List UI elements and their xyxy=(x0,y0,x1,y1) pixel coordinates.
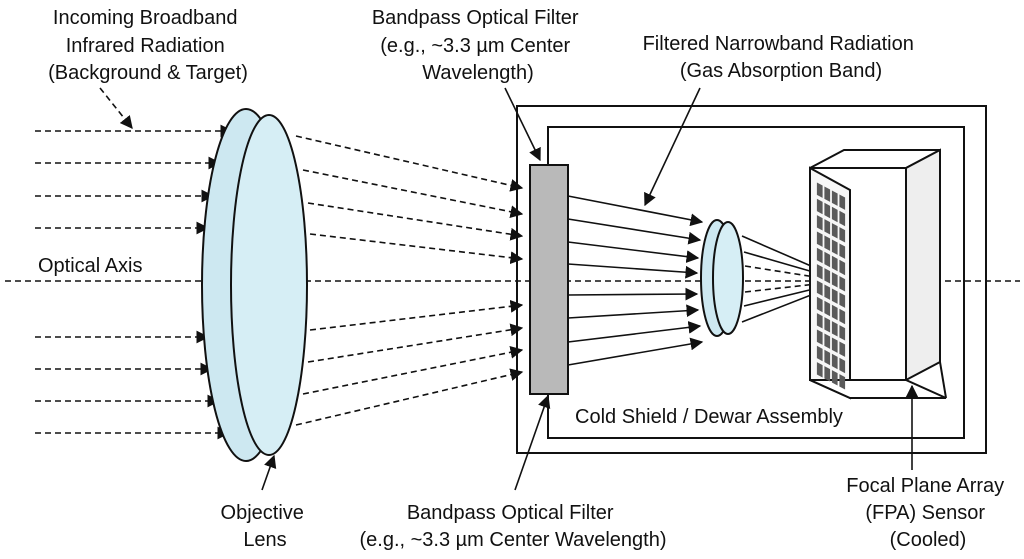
objective-leader xyxy=(261,454,277,491)
incoming-leader xyxy=(99,87,133,129)
converging-ray xyxy=(302,169,524,219)
bandpass-filter xyxy=(529,164,569,395)
fpa-pixel xyxy=(824,333,831,349)
filtered-rays xyxy=(567,195,704,366)
fpa-pixel xyxy=(824,349,831,366)
fpa-pixel xyxy=(831,206,838,223)
fpa-pixel xyxy=(831,321,838,337)
filtered-ray xyxy=(567,195,704,227)
filter-top-leader xyxy=(504,87,541,162)
converging-ray xyxy=(295,135,524,192)
fpa-pixel xyxy=(831,337,838,353)
fpa-pixel xyxy=(839,259,846,276)
fpa-pixel xyxy=(839,374,846,390)
converging-ray xyxy=(309,233,524,265)
fpa-pixel xyxy=(839,243,846,259)
filtered-ray xyxy=(567,218,702,245)
fpa-pixel xyxy=(831,370,838,386)
fpa-pixel xyxy=(816,198,823,215)
optical-axis-label: Optical Axis xyxy=(38,255,142,277)
filtered-ray xyxy=(567,241,700,263)
fpa-pixel xyxy=(839,308,846,325)
fpa-pixel xyxy=(816,182,823,198)
filtered-ray xyxy=(567,304,700,319)
fpa-pixel xyxy=(839,210,846,227)
converging-ray xyxy=(307,323,524,363)
fpa-pixel xyxy=(816,313,823,329)
fpa-pixel-grid xyxy=(816,182,846,390)
fpa-pixel xyxy=(831,239,838,255)
filter-bottom-label: Bandpass Optical Filter (e.g., ~3.3 µm C… xyxy=(359,502,666,551)
fpa-pixel xyxy=(831,223,838,239)
fpa-pixel xyxy=(831,272,838,288)
fpa-pixel xyxy=(824,300,831,317)
fpa-pixel xyxy=(816,362,823,378)
fpa-pixel xyxy=(839,276,846,292)
fpa-pixel xyxy=(824,202,831,219)
objective-label: Objective Lens xyxy=(221,502,310,551)
fpa-pixel xyxy=(831,304,838,321)
objective-lens xyxy=(201,108,308,462)
incoming-rays xyxy=(35,124,234,440)
fpa-label: Focal Plane Array (FPA) Sensor (Cooled) xyxy=(846,475,1009,551)
fpa-pixel xyxy=(816,345,823,362)
fpa-pixel xyxy=(824,219,831,235)
fpa-pixel xyxy=(816,215,823,231)
filtered-ray xyxy=(567,287,699,301)
fpa-pixel xyxy=(824,268,831,284)
converging-ray xyxy=(309,299,524,331)
filter-top-label: Bandpass Optical Filter (e.g., ~3.3 µm C… xyxy=(372,7,584,84)
filtered-ray xyxy=(567,321,702,343)
filtered-leader xyxy=(644,87,701,207)
fpa-pixel xyxy=(816,231,823,247)
fpa-pixel xyxy=(816,247,823,264)
fpa-pixel xyxy=(839,357,846,374)
filtered-ray xyxy=(567,337,704,366)
fpa-pixel xyxy=(816,264,823,280)
fpa-pixel xyxy=(824,235,831,251)
filtered-ray xyxy=(567,263,699,279)
fpa-pixel xyxy=(831,288,838,304)
leader-lines xyxy=(99,87,919,491)
converging-ray xyxy=(302,345,524,395)
filter-bottom-leader xyxy=(514,394,551,491)
relay-lens xyxy=(700,219,744,337)
fpa-pixel xyxy=(839,227,846,243)
fpa-pixel xyxy=(816,296,823,313)
cold-shield-label: Cold Shield / Dewar Assembly xyxy=(575,406,843,428)
fpa-pixel xyxy=(824,284,831,300)
converging-ray xyxy=(307,202,524,241)
fpa-pixel xyxy=(831,255,838,272)
fpa-pixel xyxy=(839,194,846,210)
fpa-sensor xyxy=(809,148,947,400)
converging-rays xyxy=(295,135,524,426)
fpa-pixel xyxy=(816,280,823,296)
fpa-pixel xyxy=(831,353,838,370)
incoming-label: Incoming Broadband Infrared Radiation (B… xyxy=(48,7,248,84)
dewar-outer-box xyxy=(516,105,987,454)
fpa-pixel xyxy=(824,186,831,202)
fpa-pixel xyxy=(839,325,846,341)
fpa-pixel xyxy=(831,190,838,206)
fpa-pixel xyxy=(839,292,846,308)
fpa-pixel xyxy=(824,317,831,333)
fpa-pixel xyxy=(824,366,831,382)
fpa-pixel xyxy=(839,341,846,357)
converging-ray xyxy=(295,368,524,426)
filtered-label: Filtered Narrowband Radiation (Gas Absor… xyxy=(643,33,920,82)
fpa-pixel xyxy=(824,251,831,268)
fpa-pixel xyxy=(816,329,823,345)
